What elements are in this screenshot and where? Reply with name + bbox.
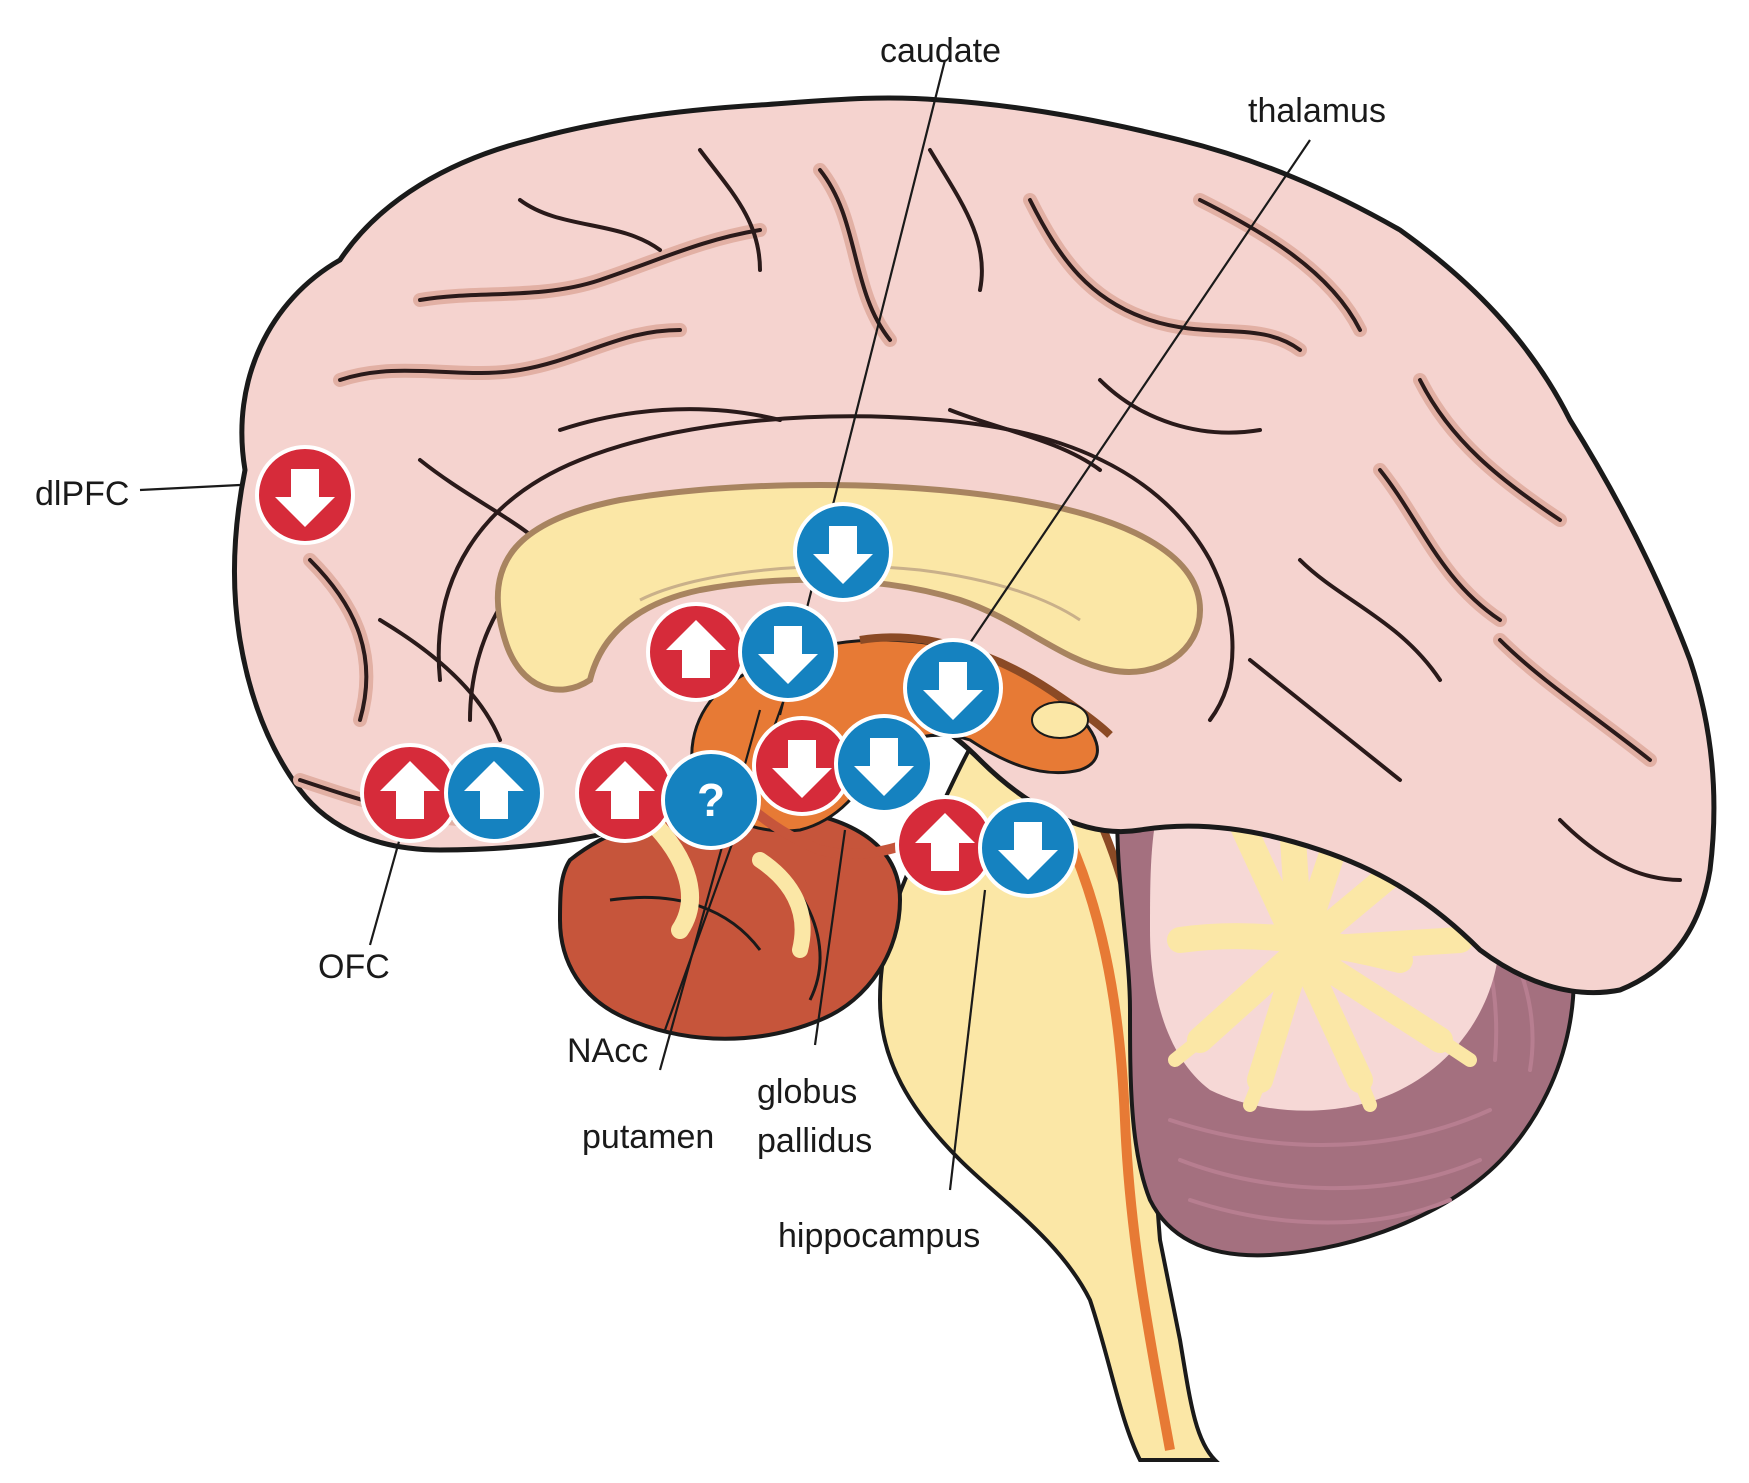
- label-nacc: NAcc: [567, 1032, 648, 1070]
- label-hippocampus: hippocampus: [778, 1217, 980, 1255]
- marker-globus-blue-down-icon: [834, 714, 934, 814]
- marker-nacc-blue-question-icon: ?: [661, 750, 761, 850]
- marker-putamen-red-up-icon: [646, 602, 746, 702]
- marker-putamen-blue-down-icon: [738, 602, 838, 702]
- marker-ofc-blue-up-icon: [444, 743, 544, 843]
- label-dlpfc: dlPFC: [35, 475, 129, 513]
- marker-nacc-red-up-icon: [575, 743, 675, 843]
- marker-globus-red-down-icon: [752, 716, 852, 816]
- marker-caudate-blue-down-icon: [793, 502, 893, 602]
- label-globus: globus: [757, 1073, 857, 1111]
- marker-thalamus-blue-down-icon: [903, 638, 1003, 738]
- label-thalamus: thalamus: [1248, 92, 1386, 130]
- region-labels: caudate thalamus dlPFC OFC NAcc putamen …: [35, 32, 1386, 1255]
- svg-text:?: ?: [697, 774, 725, 826]
- marker-ofc-red-up-icon: [360, 743, 460, 843]
- label-putamen: putamen: [582, 1118, 714, 1156]
- corpus-callosum: [494, 482, 1204, 693]
- label-caudate: caudate: [880, 32, 1001, 70]
- label-ofc: OFC: [318, 948, 390, 986]
- marker-hippocampus-blue-down-icon: [978, 798, 1078, 898]
- marker-dlpfc-red-down-icon: [255, 445, 355, 545]
- markers: ?: [255, 445, 1078, 898]
- marker-hippocampus-red-up-icon: [895, 795, 995, 895]
- label-pallidus: pallidus: [757, 1122, 872, 1160]
